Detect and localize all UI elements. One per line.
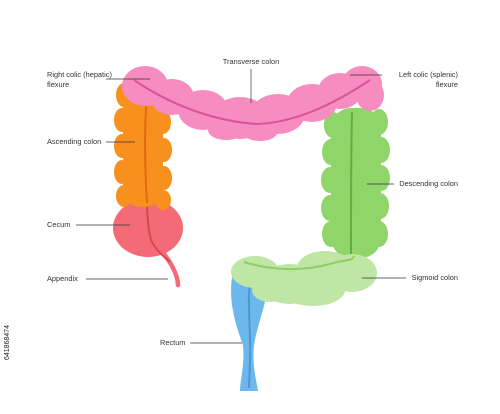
descending-colon-shape — [321, 108, 390, 258]
label-descending: Descending colon — [399, 179, 458, 188]
label-cecum: Cecum — [47, 220, 70, 229]
label-right-colic-2: flexure — [47, 80, 69, 89]
label-right-colic-1: Right colic (hepatic) — [47, 70, 112, 79]
stock-number: 641868474 — [4, 325, 11, 360]
label-sigmoid: Sigmoid colon — [412, 273, 458, 282]
label-rectum: Rectum — [160, 338, 185, 347]
sigmoid-colon-shape — [231, 251, 377, 306]
label-left-colic-1: Left colic (splenic) — [399, 70, 458, 79]
label-left-colic-2: flexure — [436, 80, 458, 89]
transverse-colon-line — [133, 79, 371, 126]
ascending-colon-shape — [114, 82, 172, 210]
descending-colon-line — [350, 111, 353, 256]
appendix-shape — [155, 243, 181, 288]
sigmoid-colon-line — [243, 255, 355, 271]
cecum-line — [146, 200, 171, 263]
rectum-line — [247, 281, 252, 389]
label-transverse: Transverse colon — [223, 57, 279, 66]
label-appendix: Appendix — [47, 274, 78, 283]
ascending-colon-line — [144, 95, 148, 204]
label-ascending: Ascending colon — [47, 137, 101, 146]
